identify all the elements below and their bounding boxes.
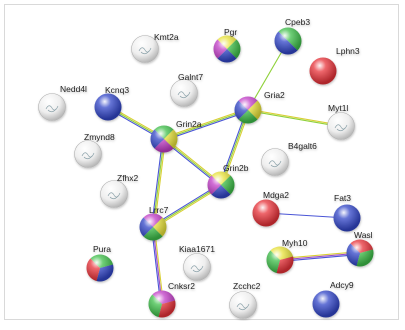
node-label: Zfhx2 [117,173,139,183]
structure-glyph [190,265,204,273]
node-zfhx2[interactable]: Zfhx2 [100,173,139,208]
node-label: Zcchc2 [233,281,261,291]
node-label: Cnksr2 [168,281,195,291]
node-label: Grin2b [223,163,249,173]
node-label: Wasl [354,230,373,240]
node-kcnq3[interactable]: Kcnq3 [94,85,130,121]
node-gloss [333,204,361,232]
node-sphere [327,112,355,140]
node-label: Lrrc7 [149,205,169,215]
node-label: Galnt7 [178,72,203,82]
node-gloss [150,125,178,153]
node-b4galt6[interactable]: B4galt6 [261,141,318,176]
node-myt1l[interactable]: Myt1l [327,103,355,140]
node-grin2b[interactable]: Grin2b [207,163,249,199]
edge-strand [247,110,342,128]
structure-glyph [81,152,95,160]
node-myh10[interactable]: Myh10 [266,238,308,274]
node-label: Zmynd8 [84,132,115,142]
edge-strand [265,212,348,219]
node-sphere [38,93,66,121]
node-cnksr2[interactable]: Cnksr2 [148,281,195,318]
node-label: Pura [93,244,111,254]
node-kmt2a[interactable]: Kmt2a [131,32,179,63]
node-label: Adcy9 [330,280,354,290]
node-label: Kmt2a [154,32,179,42]
structure-glyph [236,303,250,311]
node-pura[interactable]: Pura [86,244,114,282]
structure-glyph [45,105,59,113]
node-gloss [86,254,114,282]
node-lphn3[interactable]: Lphn3 [309,46,360,85]
node-label: Mdga2 [263,190,289,200]
node-label: Grin2a [176,119,202,129]
node-zmynd8[interactable]: Zmynd8 [74,132,115,168]
node-galnt7[interactable]: Galnt7 [170,72,204,107]
node-adcy9[interactable]: Adcy9 [312,280,354,318]
node-sphere [183,253,211,281]
node-label: Pgr [224,27,237,37]
node-kiaa1671[interactable]: Kiaa1671 [179,244,215,281]
node-gloss [309,57,337,85]
node-nedd4l[interactable]: Nedd4l [38,84,88,121]
structure-glyph [334,124,348,132]
node-wasl[interactable]: Wasl [346,230,374,267]
node-gloss [266,246,294,274]
node-label: Lphn3 [336,46,360,56]
edge-grin2a-gria2 [162,108,250,141]
node-label: B4galt6 [288,141,317,151]
node-pgr[interactable]: Pgr [213,27,241,63]
node-gloss [274,27,302,55]
edge-strand [162,108,249,139]
node-gloss [312,290,340,318]
node-fat3[interactable]: Fat3 [333,193,361,232]
node-label: Kcnq3 [105,85,129,95]
node-sphere [261,148,289,176]
edge-strand [163,109,249,140]
node-mdga2[interactable]: Mdga2 [252,190,290,227]
node-label: Nedd4l [60,84,87,94]
edge-strand [152,138,165,228]
edge-strand [247,108,342,126]
node-label: Cpeb3 [285,17,310,27]
node-gloss [94,93,122,121]
node-label: Gria2 [264,90,285,100]
node-gloss [148,290,176,318]
node-sphere [229,291,257,319]
node-sphere [74,140,102,168]
structure-glyph [107,192,121,200]
structure-glyph [138,47,152,55]
node-gloss [207,171,235,199]
edge-strand [151,138,164,228]
edge-gria2-myt1l [247,108,342,128]
node-gria2[interactable]: Gria2 [234,90,285,124]
structure-glyph [177,91,191,99]
structure-glyph [268,160,282,168]
node-label: Myt1l [328,103,348,113]
node-lrrc7[interactable]: Lrrc7 [139,205,169,241]
node-zcchc2[interactable]: Zcchc2 [229,281,261,319]
node-sphere [100,180,128,208]
node-label: Kiaa1671 [179,244,215,254]
node-sphere [131,35,159,63]
node-gloss [139,213,167,241]
edge-strand [163,110,250,141]
node-label: Myh10 [282,238,308,248]
edge-strand [153,138,166,228]
node-gloss [234,96,262,124]
edge-grin2a-lrrc7 [151,138,166,228]
node-cpeb3[interactable]: Cpeb3 [274,17,311,55]
node-gloss [346,239,374,267]
node-gloss [252,199,280,227]
node-grin2a[interactable]: Grin2a [150,119,202,153]
node-label: Fat3 [334,193,351,203]
edge-mdga2-fat3 [265,212,348,219]
node-sphere [170,79,198,107]
node-gloss [213,35,241,63]
